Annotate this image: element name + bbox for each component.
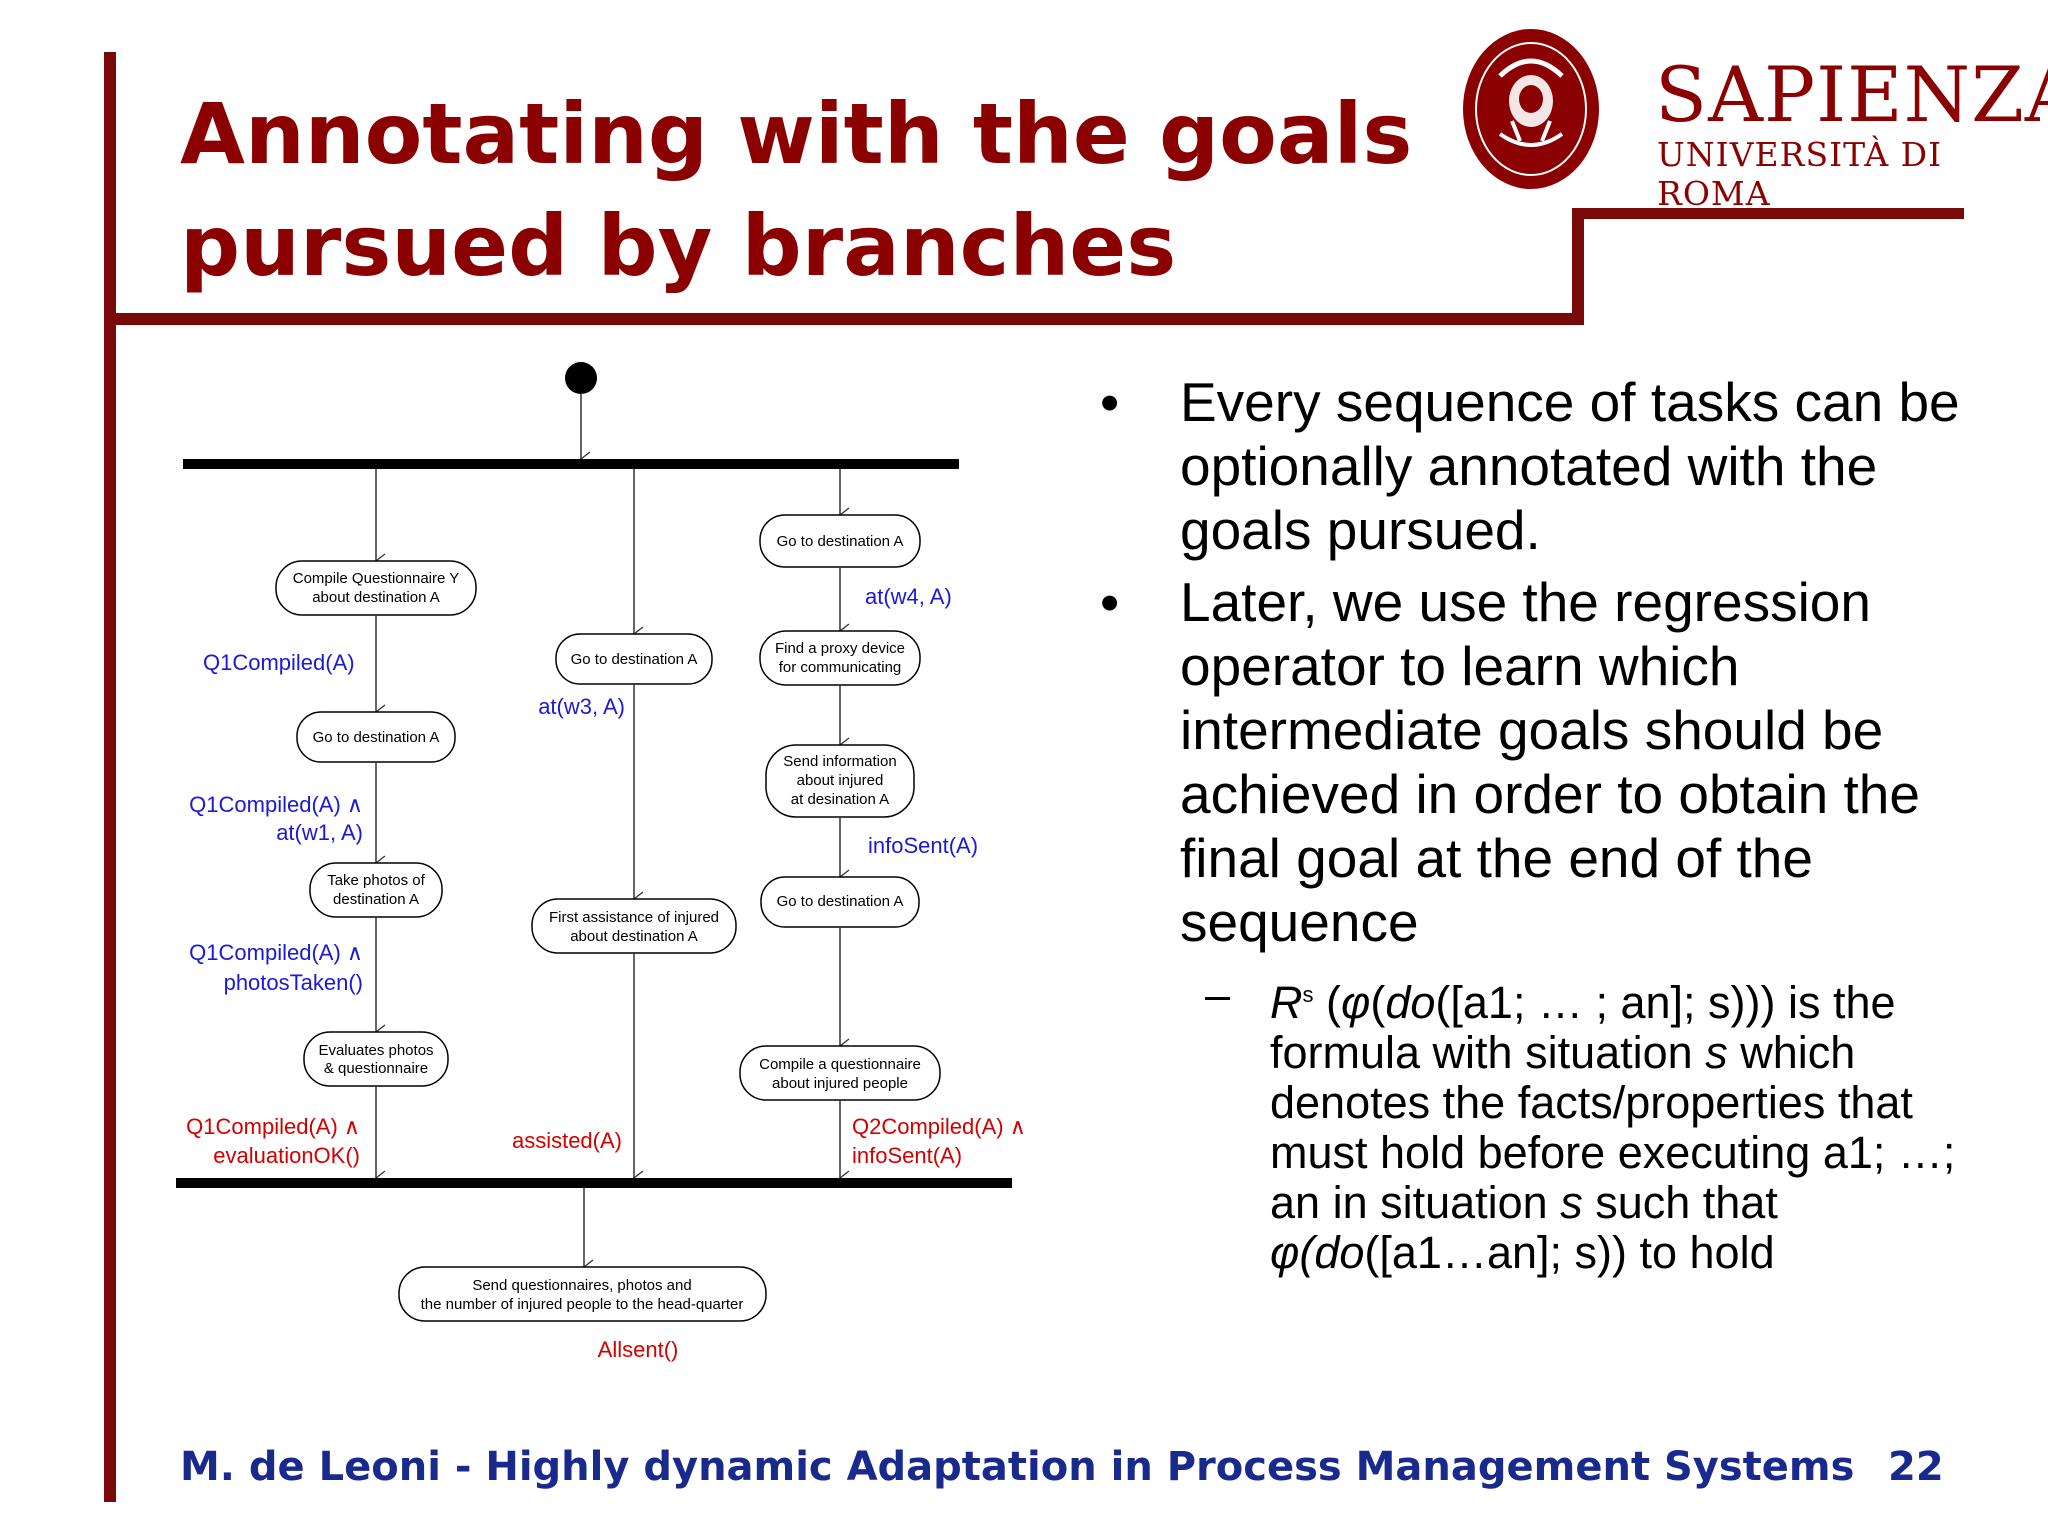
left-vertical-bar <box>104 52 116 1502</box>
right-goal-5-line-2: infoSent(A) <box>852 1143 962 1168</box>
left-box-1: Compile Questionnaire Y about destinatio… <box>275 560 477 616</box>
logo-subtitle: UNIVERSITÀ DI ROMA <box>1657 135 1943 213</box>
svg-text:Compile a questionnaire: Compile a questionnaire <box>759 1056 921 1073</box>
left-goal-3-line-1: Q1Compiled(A) ∧ <box>189 940 363 965</box>
svg-text:First assistance of injured: First assistance of injured <box>549 909 719 926</box>
svg-text:Send information: Send information <box>783 753 896 770</box>
svg-text:at desination A: at desination A <box>791 791 889 808</box>
page-number: 22 <box>1888 1444 1944 1490</box>
right-step-horizontal-bar <box>1572 208 1964 219</box>
svg-text:the number of injured people t: the number of injured people to the head… <box>421 1296 744 1313</box>
middle-goal-2: assisted(A) <box>512 1128 622 1153</box>
sub-bullet: – Rs (φ(do([a1; … ; an]; s))) is the for… <box>1205 970 1965 1278</box>
middle-box-2: First assistance of injured about destin… <box>531 898 737 954</box>
title-line-2: pursued by branches <box>180 197 1177 295</box>
logo-name: SAPIENZA <box>1655 50 2048 139</box>
footer-text: M. de Leoni - Highly dynamic Adaptation … <box>180 1444 1855 1490</box>
final-goal: Allsent() <box>598 1337 679 1362</box>
left-box-4: Evaluates photos & questionnaire <box>303 1031 449 1087</box>
join-bar <box>176 1178 1012 1188</box>
svg-text:Take photos of: Take photos of <box>327 872 425 889</box>
right-step-vertical-bar <box>1572 208 1584 325</box>
bullet-list: •Every sequence of tasks can be optional… <box>1100 370 2000 962</box>
left-box-1-line-1: Compile Questionnaire Y <box>293 570 459 587</box>
svg-text:Find a proxy device: Find a proxy device <box>775 640 905 657</box>
fork-bar <box>183 459 959 469</box>
middle-goal-1: at(w3, A) <box>538 694 625 719</box>
left-goal-1: Q1Compiled(A) <box>203 650 355 675</box>
right-goal-3: infoSent(A) <box>868 833 978 858</box>
left-goal-4-line-2: evaluationOK() <box>213 1143 360 1168</box>
svg-text:about injured people: about injured people <box>772 1075 908 1092</box>
left-goal-2-line-1: Q1Compiled(A) ∧ <box>189 792 363 817</box>
left-box-1-line-2: about destination A <box>312 589 440 606</box>
svg-text:Evaluates photos: Evaluates photos <box>318 1042 433 1059</box>
activity-diagram: Compile Questionnaire Y about destinatio… <box>176 362 1026 1362</box>
right-box-4: Go to destination A <box>760 876 920 928</box>
svg-text:about destination A: about destination A <box>570 928 698 945</box>
start-node <box>565 362 597 394</box>
sub-bullet-text: Rs (φ(do([a1; … ; an]; s))) is the formu… <box>1270 977 1956 1278</box>
svg-text:about injured: about injured <box>797 772 884 789</box>
left-goal-2-line-2: at(w1, A) <box>276 820 363 845</box>
left-goal-3-line-2: photosTaken() <box>224 970 363 995</box>
right-box-3: Send information about injured at desina… <box>765 744 915 818</box>
right-goal-5-line-1: Q2Compiled(A) ∧ <box>852 1114 1026 1139</box>
slide-title: Annotating with the goals pursued by bra… <box>180 78 1412 302</box>
title-line-1: Annotating with the goals <box>180 85 1413 183</box>
svg-text:Go to destination A: Go to destination A <box>313 729 440 746</box>
right-box-5: Compile a questionnaire about injured pe… <box>739 1045 941 1101</box>
university-seal <box>1460 26 1602 192</box>
right-box-1: Go to destination A <box>759 514 921 568</box>
right-goal-1: at(w4, A) <box>865 584 952 609</box>
svg-text:Go to destination A: Go to destination A <box>777 533 904 550</box>
right-box-2: Find a proxy device for communicating <box>759 630 921 686</box>
svg-text:& questionnaire: & questionnaire <box>324 1060 428 1077</box>
svg-text:Send questionnaires, photos an: Send questionnaires, photos and <box>472 1277 691 1294</box>
left-box-2: Go to destination A <box>296 711 456 763</box>
bullet-item-2: •Later, we use the regression operator t… <box>1100 571 1920 953</box>
svg-text:destination A: destination A <box>333 891 419 908</box>
left-goal-4-line-1: Q1Compiled(A) ∧ <box>186 1114 360 1139</box>
bullet-item-1: •Every sequence of tasks can be optional… <box>1100 371 1960 561</box>
left-box-3: Take photos of destination A <box>309 862 443 918</box>
title-underline-bar <box>104 313 1584 325</box>
svg-text:for communicating: for communicating <box>779 659 902 676</box>
final-box: Send questionnaires, photos and the numb… <box>398 1266 767 1322</box>
svg-text:Go to destination A: Go to destination A <box>777 893 904 910</box>
middle-box-1: Go to destination A <box>555 633 713 685</box>
svg-text:Go to destination A: Go to destination A <box>571 651 698 668</box>
